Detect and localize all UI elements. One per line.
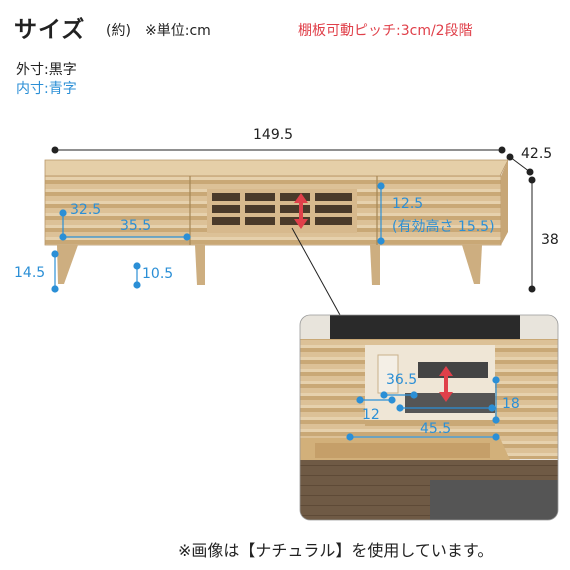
page-title: サイズ	[14, 17, 86, 43]
height-label: 38	[541, 232, 559, 248]
detail-depth-label: 45.5	[420, 421, 452, 437]
footer-note: ※画像は【ナチュラル】を使用しています。	[178, 541, 494, 560]
legend-outer: 外寸:黒字	[16, 62, 77, 78]
inner-left-width-label: 35.5	[120, 218, 152, 234]
detail-width-label: 36.5	[386, 372, 418, 388]
height-dimension	[528, 176, 536, 293]
leg-height-label: 10.5	[142, 266, 174, 282]
tv-board	[44, 159, 509, 285]
detail-shelf-arrow	[439, 366, 453, 402]
detail-height-label: 18	[502, 396, 520, 412]
inner-left-depth-label: 32.5	[70, 202, 102, 218]
legend-inner: 内寸:青字	[16, 81, 77, 97]
callout-line	[291, 227, 341, 316]
shelf-pitch-note: 棚板可動ピッチ:3cm/2段階	[298, 23, 473, 39]
width-label: 149.5	[253, 127, 294, 143]
unit-label: ※単位:cm	[145, 23, 211, 39]
detail-small-label: 12	[362, 407, 380, 423]
depth-dimension	[506, 153, 534, 176]
approx-label: (約)	[106, 23, 131, 39]
depth-label: 42.5	[521, 146, 553, 162]
adjustable-shelf-arrow	[294, 193, 308, 229]
detail-inner-dims	[346, 376, 500, 441]
leg-clearance-label: 14.5	[14, 265, 46, 281]
width-dimension	[51, 146, 506, 154]
shelf-effective-label: (有効高さ 15.5)	[392, 219, 495, 235]
detail-photo	[299, 314, 559, 521]
inner-left-dims	[51, 182, 385, 293]
shelf-height-label: 12.5	[392, 196, 424, 212]
